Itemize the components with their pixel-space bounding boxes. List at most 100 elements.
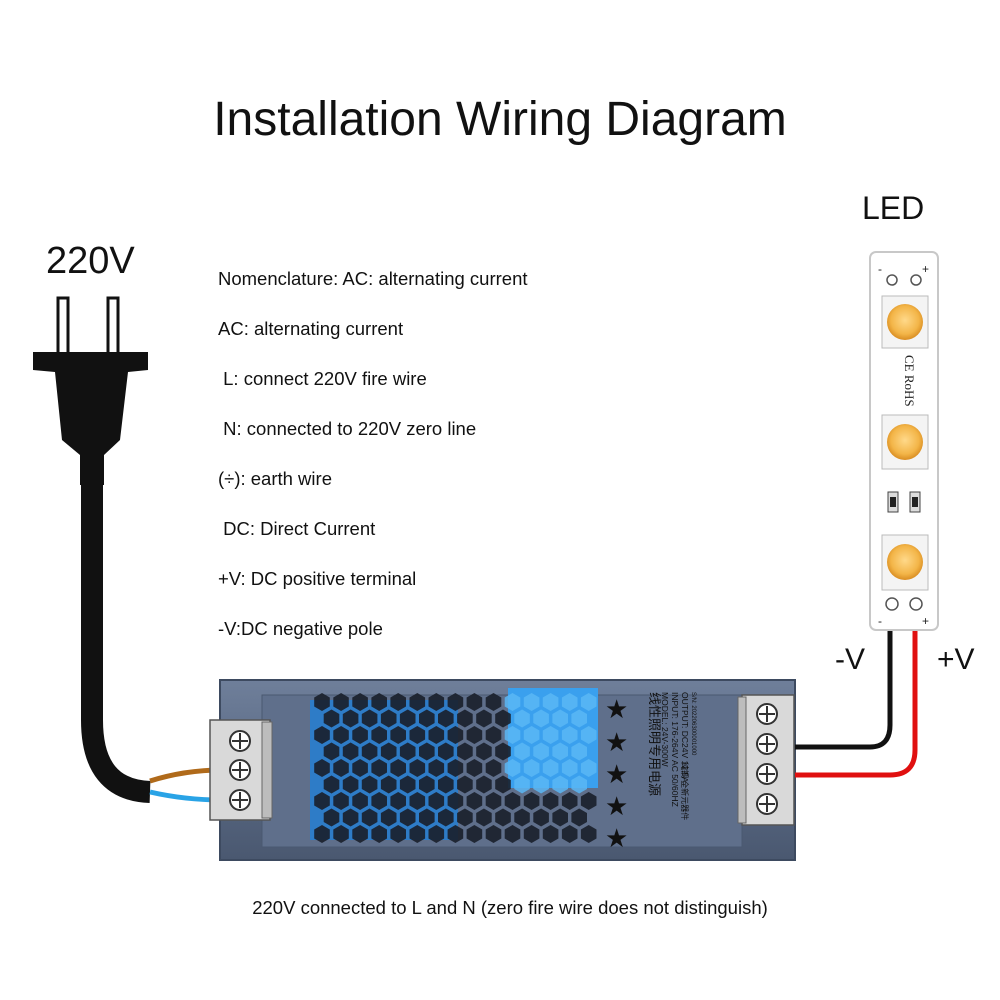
vent-hole — [314, 759, 330, 777]
vent-hole — [580, 693, 597, 711]
vent-hole — [399, 808, 416, 827]
vent-hole — [438, 742, 454, 761]
vent-hole — [561, 693, 578, 711]
vent-hole — [457, 709, 473, 728]
vent-hex-grid — [314, 693, 597, 843]
vent-hole — [495, 742, 511, 761]
vent-hole — [580, 759, 597, 777]
vent-hole — [542, 792, 559, 810]
vent-hole — [399, 709, 416, 728]
vent-hole — [523, 726, 540, 744]
power-supply-unit: ★ ★ ★ ★ ★ 线性照明专用电源 MODEL: 24V-300W INPUT… — [219, 679, 796, 861]
vent-hole — [466, 693, 483, 711]
vent-hole — [390, 792, 406, 810]
vent-hole — [333, 726, 349, 744]
svg-text:-: - — [878, 614, 882, 628]
vent-hole — [485, 825, 502, 843]
vent-hole — [561, 792, 578, 810]
vent-hole — [447, 759, 464, 777]
vent-hole — [523, 759, 540, 777]
vent-hole — [380, 709, 397, 728]
resistor-pair — [887, 491, 921, 513]
svg-text:★: ★ — [605, 824, 628, 854]
positive-pole-label: +V — [937, 643, 975, 676]
vent-hole — [514, 775, 530, 794]
vent-hole — [314, 726, 330, 744]
vent-hole — [352, 759, 368, 777]
vent-hole — [523, 693, 540, 711]
legend-item: -V:DC negative pole — [218, 618, 383, 639]
vent-hole — [447, 693, 464, 711]
vent-hole — [457, 775, 473, 794]
vent-hole — [361, 775, 378, 794]
psu-serial: S/N: 202206300001000 — [690, 692, 696, 756]
vent-hole — [571, 742, 587, 761]
svg-text:★: ★ — [605, 792, 628, 822]
vent-hole — [371, 825, 387, 843]
vent-hole — [504, 792, 521, 810]
vent-hole — [466, 759, 483, 777]
vent-hole — [542, 693, 559, 711]
legend-item: N: connected to 220V zero line — [218, 418, 477, 439]
vent-hole — [580, 825, 597, 843]
vent-hole — [419, 742, 435, 761]
vent-hole — [495, 709, 511, 728]
rating-stars: ★ ★ ★ ★ ★ — [605, 695, 628, 854]
vent-hole — [552, 742, 568, 761]
vent-hole — [361, 709, 378, 728]
vent-hole — [323, 775, 340, 794]
vent-hole — [323, 709, 340, 728]
vent-hole — [561, 759, 578, 777]
vent-hole — [552, 808, 568, 827]
vent-hole — [352, 825, 368, 843]
vent-hole — [419, 709, 435, 728]
vent-hole — [504, 759, 521, 777]
legend-item: DC: Direct Current — [218, 518, 376, 539]
vent-hole — [333, 825, 349, 843]
legend-item: +V: DC positive terminal — [218, 568, 417, 589]
svg-text:★: ★ — [605, 695, 628, 725]
vent-hole — [533, 709, 549, 728]
vent-hole — [466, 825, 483, 843]
psu-model: MODEL: 24V-300W — [660, 692, 670, 767]
led-chip — [881, 534, 929, 591]
vent-hole — [409, 693, 426, 711]
vent-hole — [457, 742, 473, 761]
vent-hole — [504, 825, 521, 843]
vent-hole — [514, 709, 530, 728]
vent-hole — [495, 775, 511, 794]
vent-hole — [342, 808, 359, 827]
vent-hole — [571, 808, 587, 827]
vent-hole — [504, 726, 521, 744]
vent-hole — [533, 775, 549, 794]
psu-output: OUTPUT: DC24V 12.5A — [680, 692, 690, 783]
vent-hole — [523, 825, 540, 843]
vent-hole — [495, 808, 511, 827]
vent-hole — [447, 825, 464, 843]
vent-hole — [380, 775, 397, 794]
vent-hole — [390, 825, 406, 843]
psu-input: INPUT: 176-264V AC 50/60HZ — [670, 692, 680, 807]
led-strip-marking: CE RoHS — [902, 355, 917, 407]
svg-text:-: - — [878, 262, 882, 276]
vent-hole — [333, 759, 349, 777]
vent-hole — [361, 808, 378, 827]
vent-hole — [438, 775, 454, 794]
vent-hole — [466, 792, 483, 810]
vent-hole — [409, 792, 426, 810]
vent-hole — [504, 693, 521, 711]
vent-hole — [352, 792, 368, 810]
vent-hole — [571, 775, 587, 794]
vent-hole — [552, 709, 568, 728]
ac-terminal-block — [209, 719, 273, 821]
vent-hole — [333, 693, 349, 711]
vent-hole — [552, 775, 568, 794]
vent-hole — [485, 726, 502, 744]
vent-hole — [580, 792, 597, 810]
wiring-caption: 220V connected to L and N (zero fire wir… — [252, 897, 768, 918]
vent-hole — [409, 726, 426, 744]
vent-hole — [485, 792, 502, 810]
vent-hole — [409, 825, 426, 843]
svg-text:+: + — [922, 262, 929, 276]
svg-text:★: ★ — [605, 760, 628, 790]
